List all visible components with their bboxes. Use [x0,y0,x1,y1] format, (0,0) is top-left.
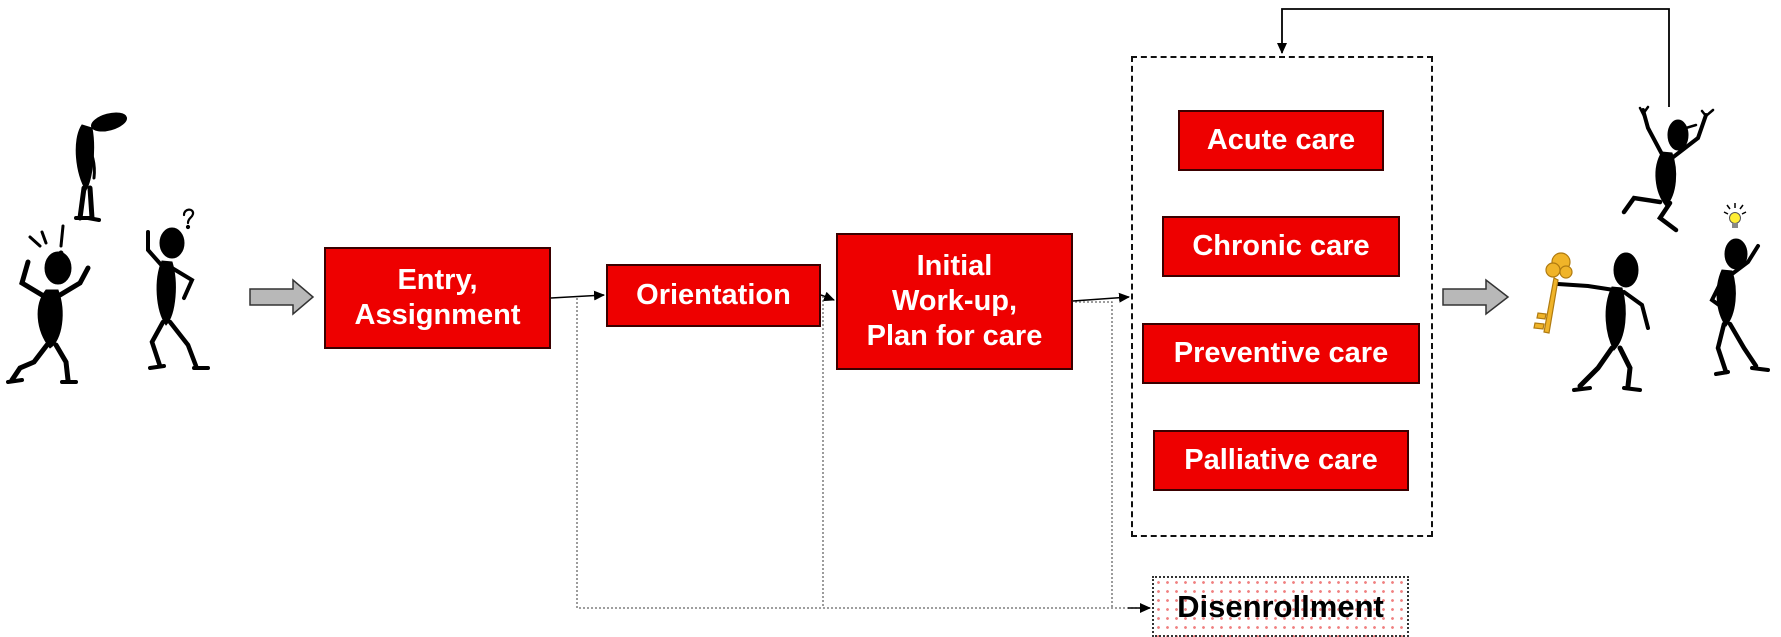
preventive-care-box: Preventive care [1142,323,1420,384]
entry-assignment-box: Entry, Assignment [324,247,551,349]
jumping-person-icon [1621,105,1715,233]
right-flow-arrow [1442,278,1510,316]
gold-key-icon [1533,252,1573,334]
disenrollment-connectors [576,296,1140,609]
left-flow-arrow [249,278,315,316]
palliative-care-box: Palliative care [1153,430,1409,491]
entry-to-orientation-connector [550,290,605,301]
feedback-loop-connector [1277,8,1670,107]
acute-care-box: Acute care [1178,110,1384,171]
lightbulb-icon [1723,203,1747,228]
idea-person-icon [1709,238,1770,376]
workup-to-care-connector [1072,292,1130,303]
initial-workup-box: Initial Work-up, Plan for care [836,233,1073,370]
person-with-key-icon [1556,252,1650,392]
sad-person-icon [74,112,128,222]
orientation-to-workup-connector [820,291,835,302]
distressed-person-icon [6,224,91,384]
orientation-box: Orientation [606,264,821,327]
chronic-care-box: Chronic care [1162,216,1400,277]
care-types-group [1131,56,1433,537]
confused-person-icon [146,208,210,370]
disenrollment-box: Disenrollment [1152,576,1409,637]
